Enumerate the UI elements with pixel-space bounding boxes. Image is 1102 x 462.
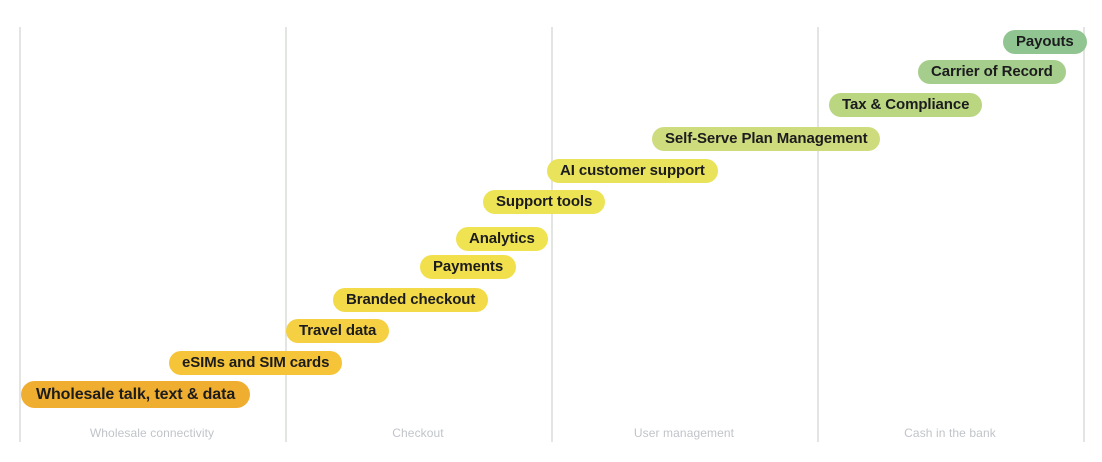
pill-branded-checkout: Branded checkout bbox=[333, 288, 489, 312]
pill-payments: Payments bbox=[420, 255, 517, 279]
pill-travel-data: Travel data bbox=[286, 319, 390, 343]
column-divider bbox=[817, 27, 819, 442]
column-divider bbox=[19, 27, 21, 442]
pill-payouts: Payouts bbox=[1003, 30, 1087, 54]
pill-esims-and-sim-cards: eSIMs and SIM cards bbox=[169, 351, 343, 375]
pill-analytics: Analytics bbox=[456, 227, 548, 251]
column-divider bbox=[285, 27, 287, 442]
column-label-cash-in-the-bank: Cash in the bank bbox=[904, 426, 996, 440]
column-label-checkout: Checkout bbox=[392, 426, 444, 440]
column-label-user-management: User management bbox=[633, 426, 735, 440]
pill-support-tools: Support tools bbox=[483, 190, 606, 214]
pill-wholesale-talk-text-data: Wholesale talk, text & data bbox=[21, 381, 251, 408]
pill-ai-customer-support: AI customer support bbox=[547, 159, 718, 183]
pill-self-serve-plan-management: Self-Serve Plan Management bbox=[652, 127, 881, 151]
column-divider bbox=[551, 27, 553, 442]
pill-tax-compliance: Tax & Compliance bbox=[829, 93, 983, 117]
pill-carrier-of-record: Carrier of Record bbox=[918, 60, 1066, 84]
column-divider bbox=[1083, 27, 1085, 442]
column-label-wholesale-connectivity: Wholesale connectivity bbox=[89, 426, 215, 440]
